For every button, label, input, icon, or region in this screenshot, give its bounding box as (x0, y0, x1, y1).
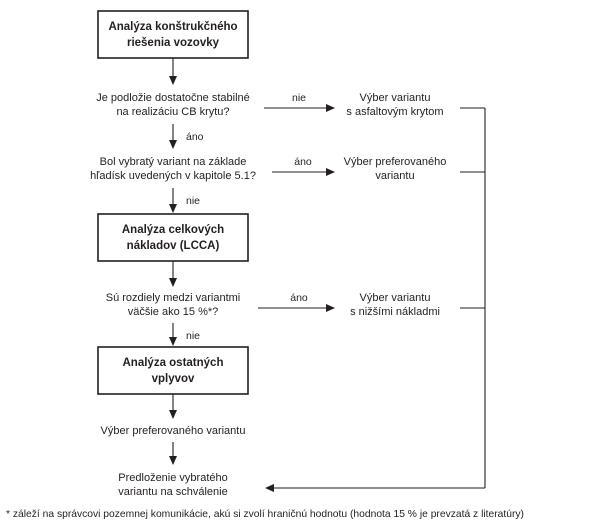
box-construction-analysis-line-1: Analýza konštrukčného (108, 21, 237, 33)
box-lcca (97, 213, 249, 262)
box-construction-analysis-line-2: riešenia vozovky (127, 37, 220, 49)
edge-label-q2-nie: nie (186, 195, 200, 207)
outcome-asphalt-line-2: s asfaltovým krytom (346, 106, 443, 118)
outcome-submission-line-2: variantu na schválenie (118, 486, 227, 498)
edge-label-q3-nie: nie (186, 330, 200, 342)
box-construction-analysis (97, 10, 249, 59)
question-cost-difference-line-1: Sú rozdiely medzi variantmi (106, 292, 241, 304)
question-criteria-line-2: hľadísk uvedených v kapitole 5.1? (90, 170, 256, 182)
box-other-impacts-line-2: vplyvov (152, 373, 195, 385)
outcome-preferred-line-2: variantu (375, 170, 414, 182)
box-lcca-line-2: nákladov (LCCA) (127, 240, 220, 252)
outcome-preferred-line-1: Výber preferovaného (344, 156, 447, 168)
footnote: * záleží na správcovi pozemnej komunikác… (6, 509, 524, 520)
outcome-preferred-variant: Výber preferovaného variantu (101, 425, 246, 437)
box-lcca-line-1: Analýza celkových (122, 224, 224, 236)
outcome-submission-line-1: Predloženie vybratého (118, 472, 227, 484)
question-criteria-line-1: Bol vybratý variant na základe (100, 156, 247, 168)
question-cost-difference-line-2: väčšie ako 15 %*? (128, 306, 219, 318)
box-other-impacts (97, 346, 249, 395)
outcome-lower-cost-line-2: s nižšími nákladmi (350, 306, 440, 318)
box-other-impacts-line-1: Analýza ostatných (123, 357, 224, 369)
outcome-asphalt-line-1: Výber variantu (360, 92, 431, 104)
question-subgrade-line-2: na realizáciu CB krytu? (116, 106, 229, 118)
edge-label-q3-ano: áno (290, 292, 308, 304)
question-subgrade-line-1: Je podložie dostatočne stabilné (96, 92, 250, 104)
edge-label-q2-ano: áno (294, 156, 312, 168)
edge-label-q1-nie: nie (292, 92, 306, 104)
outcome-lower-cost-line-1: Výber variantu (360, 292, 431, 304)
edge-label-q1-ano: áno (186, 131, 204, 143)
